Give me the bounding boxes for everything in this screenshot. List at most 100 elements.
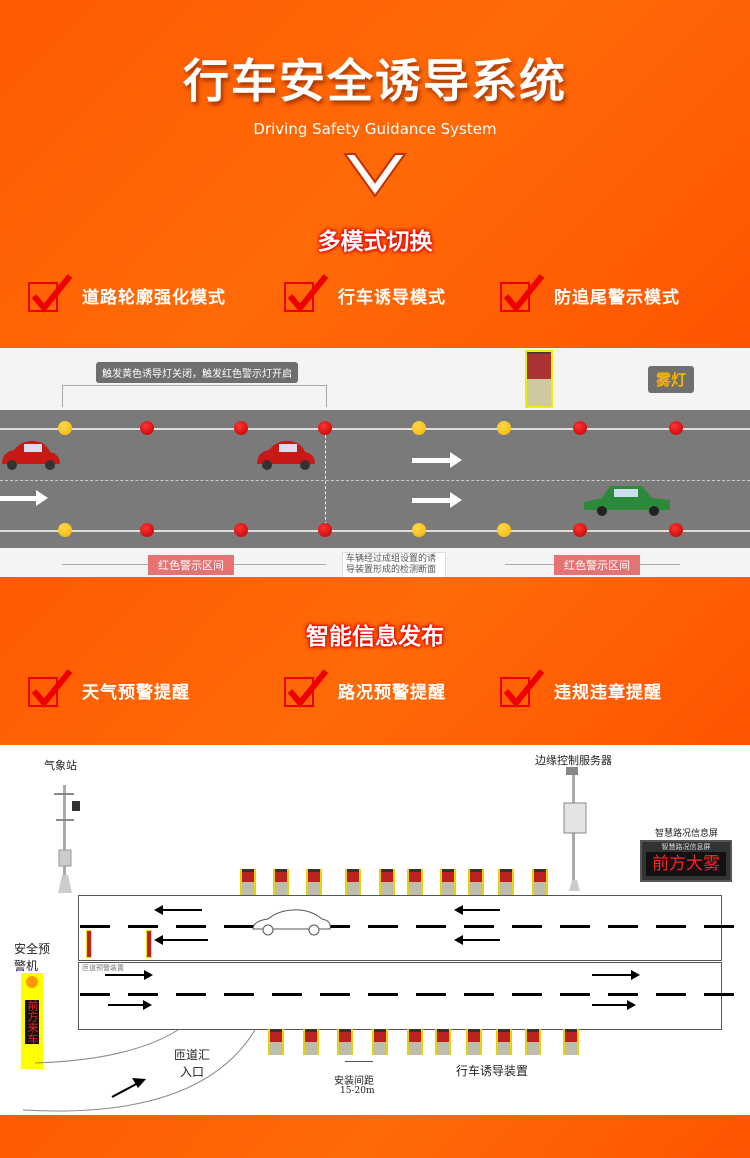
guidance-device (440, 869, 456, 895)
guidance-device (372, 1029, 388, 1055)
yellow-guide-light (497, 523, 511, 537)
mode-label: 防追尾警示模式 (554, 287, 680, 308)
check-icon (500, 669, 546, 711)
warning-machine-label: 安全预警机 (14, 942, 51, 973)
ramp-entry-label: 匝道汇入口 (173, 1048, 210, 1079)
road (0, 410, 750, 548)
lane-line (0, 428, 750, 430)
page-subtitle: Driving Safety Guidance System (253, 120, 497, 138)
detect-line (325, 430, 326, 530)
yellow-guide-light (412, 523, 426, 537)
warning-machine-text: 前方来车 (25, 1000, 39, 1044)
check-icon (28, 274, 74, 316)
info-label: 天气预警提醒 (82, 682, 190, 703)
lane-dash (320, 925, 350, 928)
left-arrow (454, 935, 500, 945)
page-title: 行车安全诱导系统 (183, 54, 567, 108)
mode-label: 道路轮廓强化模式 (82, 287, 226, 308)
guidance-device-label: 行车诱导装置 (456, 1064, 529, 1078)
info-screen-header: 智慧路况信息屏 (661, 843, 711, 851)
info-label: 违规违章提醒 (554, 682, 662, 703)
info-item: 路况预警提醒 (284, 669, 446, 711)
warning-machine: 前方来车 (21, 973, 43, 1069)
guidance-device (345, 869, 361, 895)
ramp-curves (22, 1030, 256, 1112)
lane-line (0, 530, 750, 532)
right-arrow (592, 970, 640, 980)
lane-dash (176, 993, 206, 996)
lane-dash (656, 925, 686, 928)
red-warning-light (140, 421, 154, 435)
lane-dash (80, 925, 110, 928)
red-car-icon (257, 440, 315, 470)
lane-dash (320, 993, 350, 996)
guidance-device (466, 1029, 482, 1055)
footer-banner (0, 1115, 750, 1158)
guidance-device (532, 869, 548, 895)
lane-dash (512, 925, 542, 928)
lane-dash (464, 993, 494, 996)
info-screen: 智慧路况信息屏 前方大雾 (640, 840, 732, 882)
warning-light-device (525, 350, 553, 408)
red-warning-light (573, 523, 587, 537)
red-warning-light (573, 421, 587, 435)
guidance-device (407, 869, 423, 895)
guidance-device (563, 1029, 579, 1055)
car-outline-icon (252, 909, 331, 936)
guidance-device (435, 1029, 451, 1055)
ramp-device (146, 930, 152, 958)
chevron-down-icon (343, 153, 407, 198)
left-arrow (454, 905, 500, 915)
ramp-device (86, 930, 92, 958)
red-warning-light (669, 421, 683, 435)
lane-dash (560, 993, 590, 996)
yellow-guide-light (497, 421, 511, 435)
guidance-device (240, 869, 256, 895)
guidance-device (337, 1029, 353, 1055)
red-warning-light (234, 421, 248, 435)
right-arrow (592, 1000, 636, 1010)
yellow-guide-light (58, 421, 72, 435)
lane-dash (224, 993, 254, 996)
lane-dash (656, 993, 686, 996)
red-warning-light (318, 523, 332, 537)
guidance-device (303, 1029, 319, 1055)
right-arrow (108, 1000, 152, 1010)
lane-dash (704, 993, 734, 996)
ramp-device-label: 匝道预警装置 (82, 964, 124, 972)
check-icon (284, 669, 330, 711)
lane-dash (368, 993, 398, 996)
yellow-guide-light (58, 523, 72, 537)
callout-bracket (62, 385, 327, 407)
lane-dash (368, 925, 398, 928)
info-banner (0, 577, 750, 745)
guidance-device (306, 869, 322, 895)
mode-item: 道路轮廓强化模式 (28, 274, 226, 316)
weather-station-icon (54, 785, 80, 893)
zone-label: 红色警示区间 (554, 555, 640, 575)
lane-dash (80, 993, 110, 996)
info-item: 天气预警提醒 (28, 669, 190, 711)
lane-dash (416, 925, 446, 928)
lane-dash (272, 993, 302, 996)
guidance-device (407, 1029, 423, 1055)
yellow-guide-light (412, 421, 426, 435)
red-warning-light (669, 523, 683, 537)
lane-dash (608, 993, 638, 996)
lane-dash (608, 925, 638, 928)
guidance-device (498, 869, 514, 895)
header-banner (0, 0, 750, 348)
road-upper (78, 895, 722, 961)
red-warning-light (140, 523, 154, 537)
lane-dash (464, 925, 494, 928)
lane-dash (128, 993, 158, 996)
check-icon (284, 274, 330, 316)
left-arrow (154, 905, 202, 915)
edge-server-icon (563, 767, 587, 891)
lane-dash (560, 925, 590, 928)
guidance-device (268, 1029, 284, 1055)
lane-dash (224, 925, 254, 928)
modes-title: 多模式切换 (317, 229, 433, 255)
lane-dash (512, 993, 542, 996)
mode-label: 行车诱导模式 (338, 287, 446, 308)
